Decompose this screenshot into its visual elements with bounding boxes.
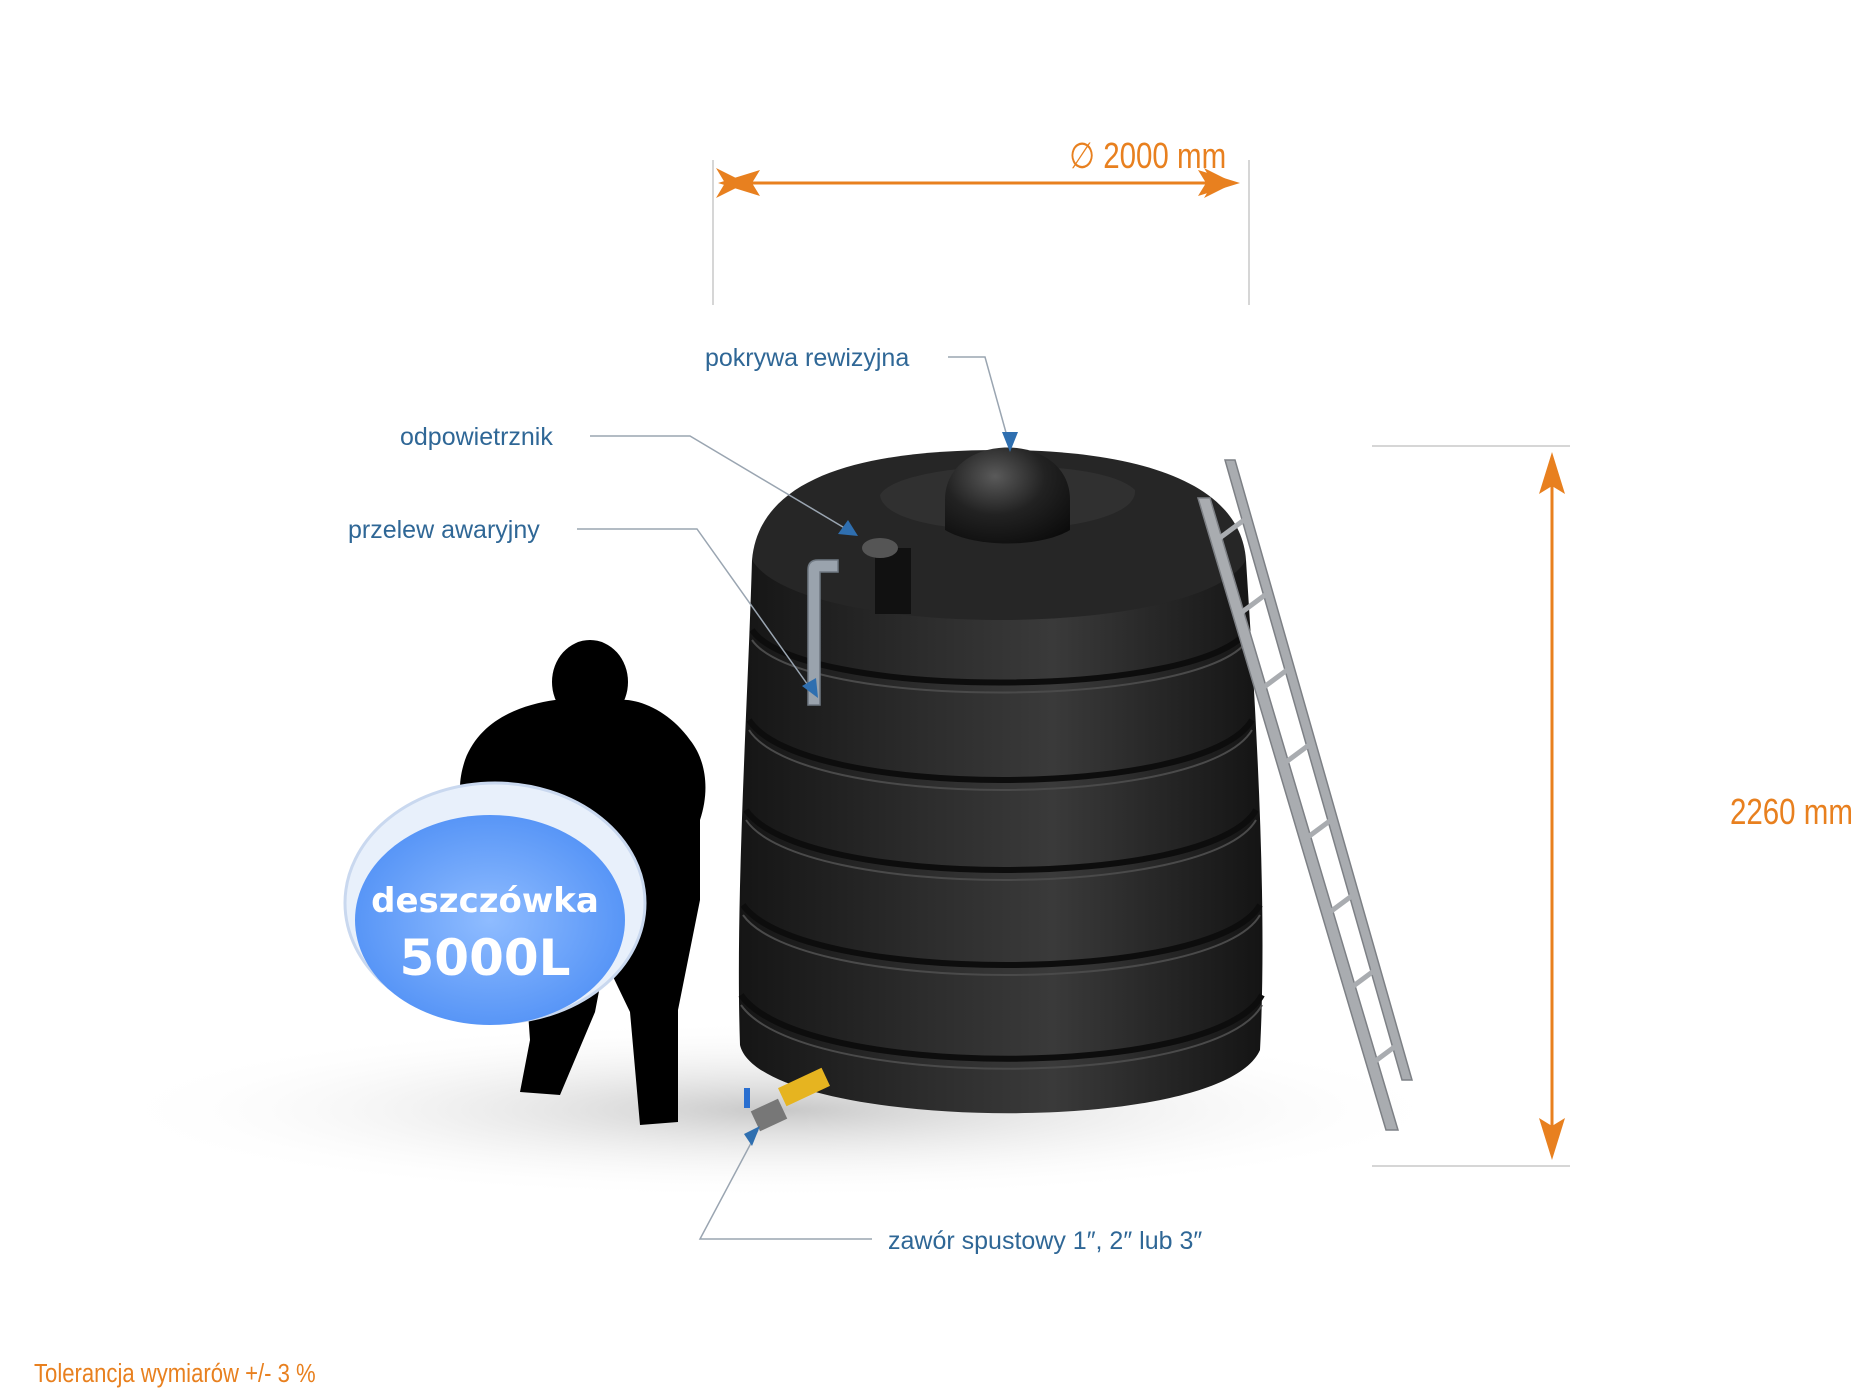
- capacity-badge: deszczówka 5000L: [343, 781, 647, 1025]
- tank-ribs: [738, 628, 1265, 1062]
- diameter-label: ∅ 2000 mm: [1069, 135, 1226, 175]
- inspection-dome-icon: [945, 447, 1070, 544]
- tank: [738, 447, 1265, 1132]
- label-cover: pokrywa rewizyjna: [705, 344, 909, 372]
- drain-leader: [698, 1129, 872, 1240]
- drain-valve-icon: [744, 1067, 830, 1132]
- overflow-pointer: [802, 678, 818, 698]
- badge-line1: deszczówka: [371, 881, 599, 921]
- overflow-pipe-icon: [807, 559, 839, 706]
- label-overflow: przelew awaryjny: [348, 516, 540, 544]
- diameter-arrowhead-left: [718, 170, 760, 196]
- cover-pointer: [1002, 432, 1018, 452]
- vent-cap-icon: [862, 538, 898, 558]
- tank-rib-highlights: [740, 639, 1263, 1070]
- badge-line2: 5000L: [399, 929, 570, 987]
- label-drain-valve: zawór spustowy 1″, 2″ lub 3″: [888, 1227, 1202, 1255]
- overflow-leader: [577, 528, 816, 696]
- callout-arrowheads: [744, 432, 1018, 1146]
- height-label: 2260 mm: [1730, 791, 1853, 831]
- vent-leader: [590, 435, 854, 534]
- height-arrowhead-top: [1539, 452, 1565, 494]
- vent-pointer: [838, 520, 858, 536]
- cover-leader: [948, 356, 1011, 448]
- height-dimension: 2260 mm: [1372, 445, 1853, 1167]
- height-arrowhead-bottom: [1539, 1118, 1565, 1160]
- badge-face: [355, 815, 625, 1025]
- diameter-arrowhead-right: [1198, 170, 1240, 196]
- ladder-icon: [1196, 459, 1413, 1131]
- drain-pointer: [744, 1126, 760, 1146]
- label-vent: odpowietrznik: [400, 423, 553, 451]
- tank-body: [738, 560, 1263, 1114]
- callout-leaders: [577, 356, 1011, 1240]
- tolerance-note: Tolerancja wymiarów +/- 3 %: [34, 1359, 316, 1388]
- diameter-dimension: ∅ 2000 mm: [712, 135, 1250, 305]
- vent-box: [875, 548, 911, 614]
